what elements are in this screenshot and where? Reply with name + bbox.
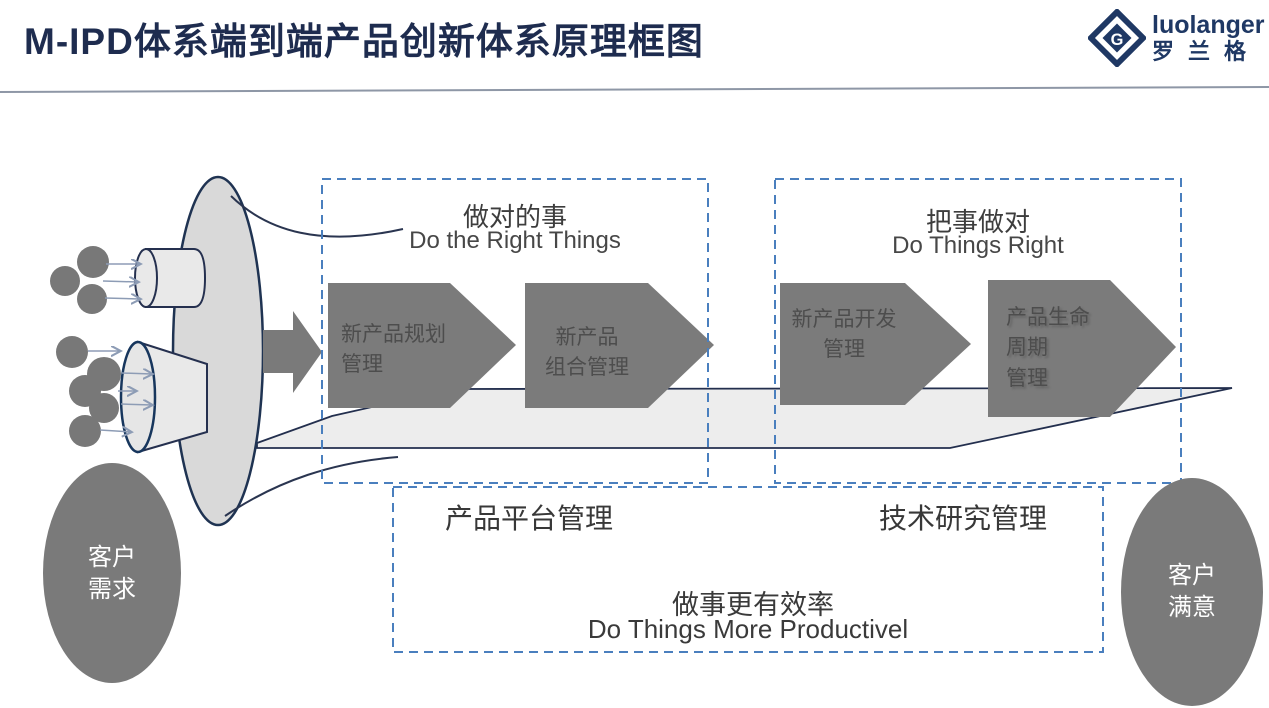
logo-brand-cn: 罗兰格 [1152, 39, 1261, 64]
page-title: M-IPD体系端到端产品创新体系原理框图 [24, 21, 704, 62]
customer-needs-label: 客户 需求 [88, 544, 136, 604]
process-arrows [328, 280, 1176, 417]
tech-research-label: 技术研究管理 [878, 503, 1047, 534]
header-divider [0, 86, 1269, 93]
arrow-product-lifecycle [988, 280, 1176, 417]
arrow-label-new-product-portfolio: 新产品 组合管理 [545, 326, 629, 380]
customer-needs-ellipse [43, 463, 181, 683]
arrow-label-new-product-development: 新产品开发 管理 [791, 308, 897, 362]
arrow-label-new-product-planning: 新产品规划 管理 [341, 323, 446, 377]
input-funnel [119, 175, 404, 527]
bottom-group-title-cn: 做事更有效率 [672, 590, 834, 620]
bottom-group-frame [392, 486, 1104, 653]
idea-dots [50, 246, 121, 447]
group-frames [321, 178, 1182, 653]
arrow-new-product-portfolio [525, 283, 714, 408]
left-group-title-cn: 做对的事 [462, 202, 567, 232]
flow-arrows [88, 264, 152, 432]
customer-satisfaction-ellipse [1121, 478, 1263, 706]
platform-management-label: 产品平台管理 [444, 503, 613, 534]
diamond-g-logo-icon: G [1088, 9, 1146, 67]
right-group-title-en: Do Things Right [892, 232, 1064, 259]
bottom-group-title-en: Do Things More Productivel [587, 614, 909, 644]
right-group-frame [774, 178, 1182, 484]
arrow-new-product-development [780, 283, 971, 405]
left-group-title-en: Do the Right Things [409, 227, 621, 254]
company-logo: G luolanger 罗兰格 [1088, 6, 1266, 70]
funnel-to-process-arrow [263, 311, 322, 393]
svg-text:G: G [1111, 31, 1124, 49]
logo-brand-en: luolanger [1152, 11, 1265, 39]
arrow-new-product-planning [328, 283, 516, 408]
customer-satisfaction-label: 客户 满意 [1168, 562, 1216, 622]
right-group-title-cn: 把事做对 [925, 207, 1030, 237]
arrow-label-product-lifecycle: 产品生命 周期 管理 [1006, 306, 1090, 390]
funnel-bottom-curve [224, 456, 399, 517]
funnel-top-curve [230, 195, 404, 238]
input-cylinder [134, 248, 207, 308]
